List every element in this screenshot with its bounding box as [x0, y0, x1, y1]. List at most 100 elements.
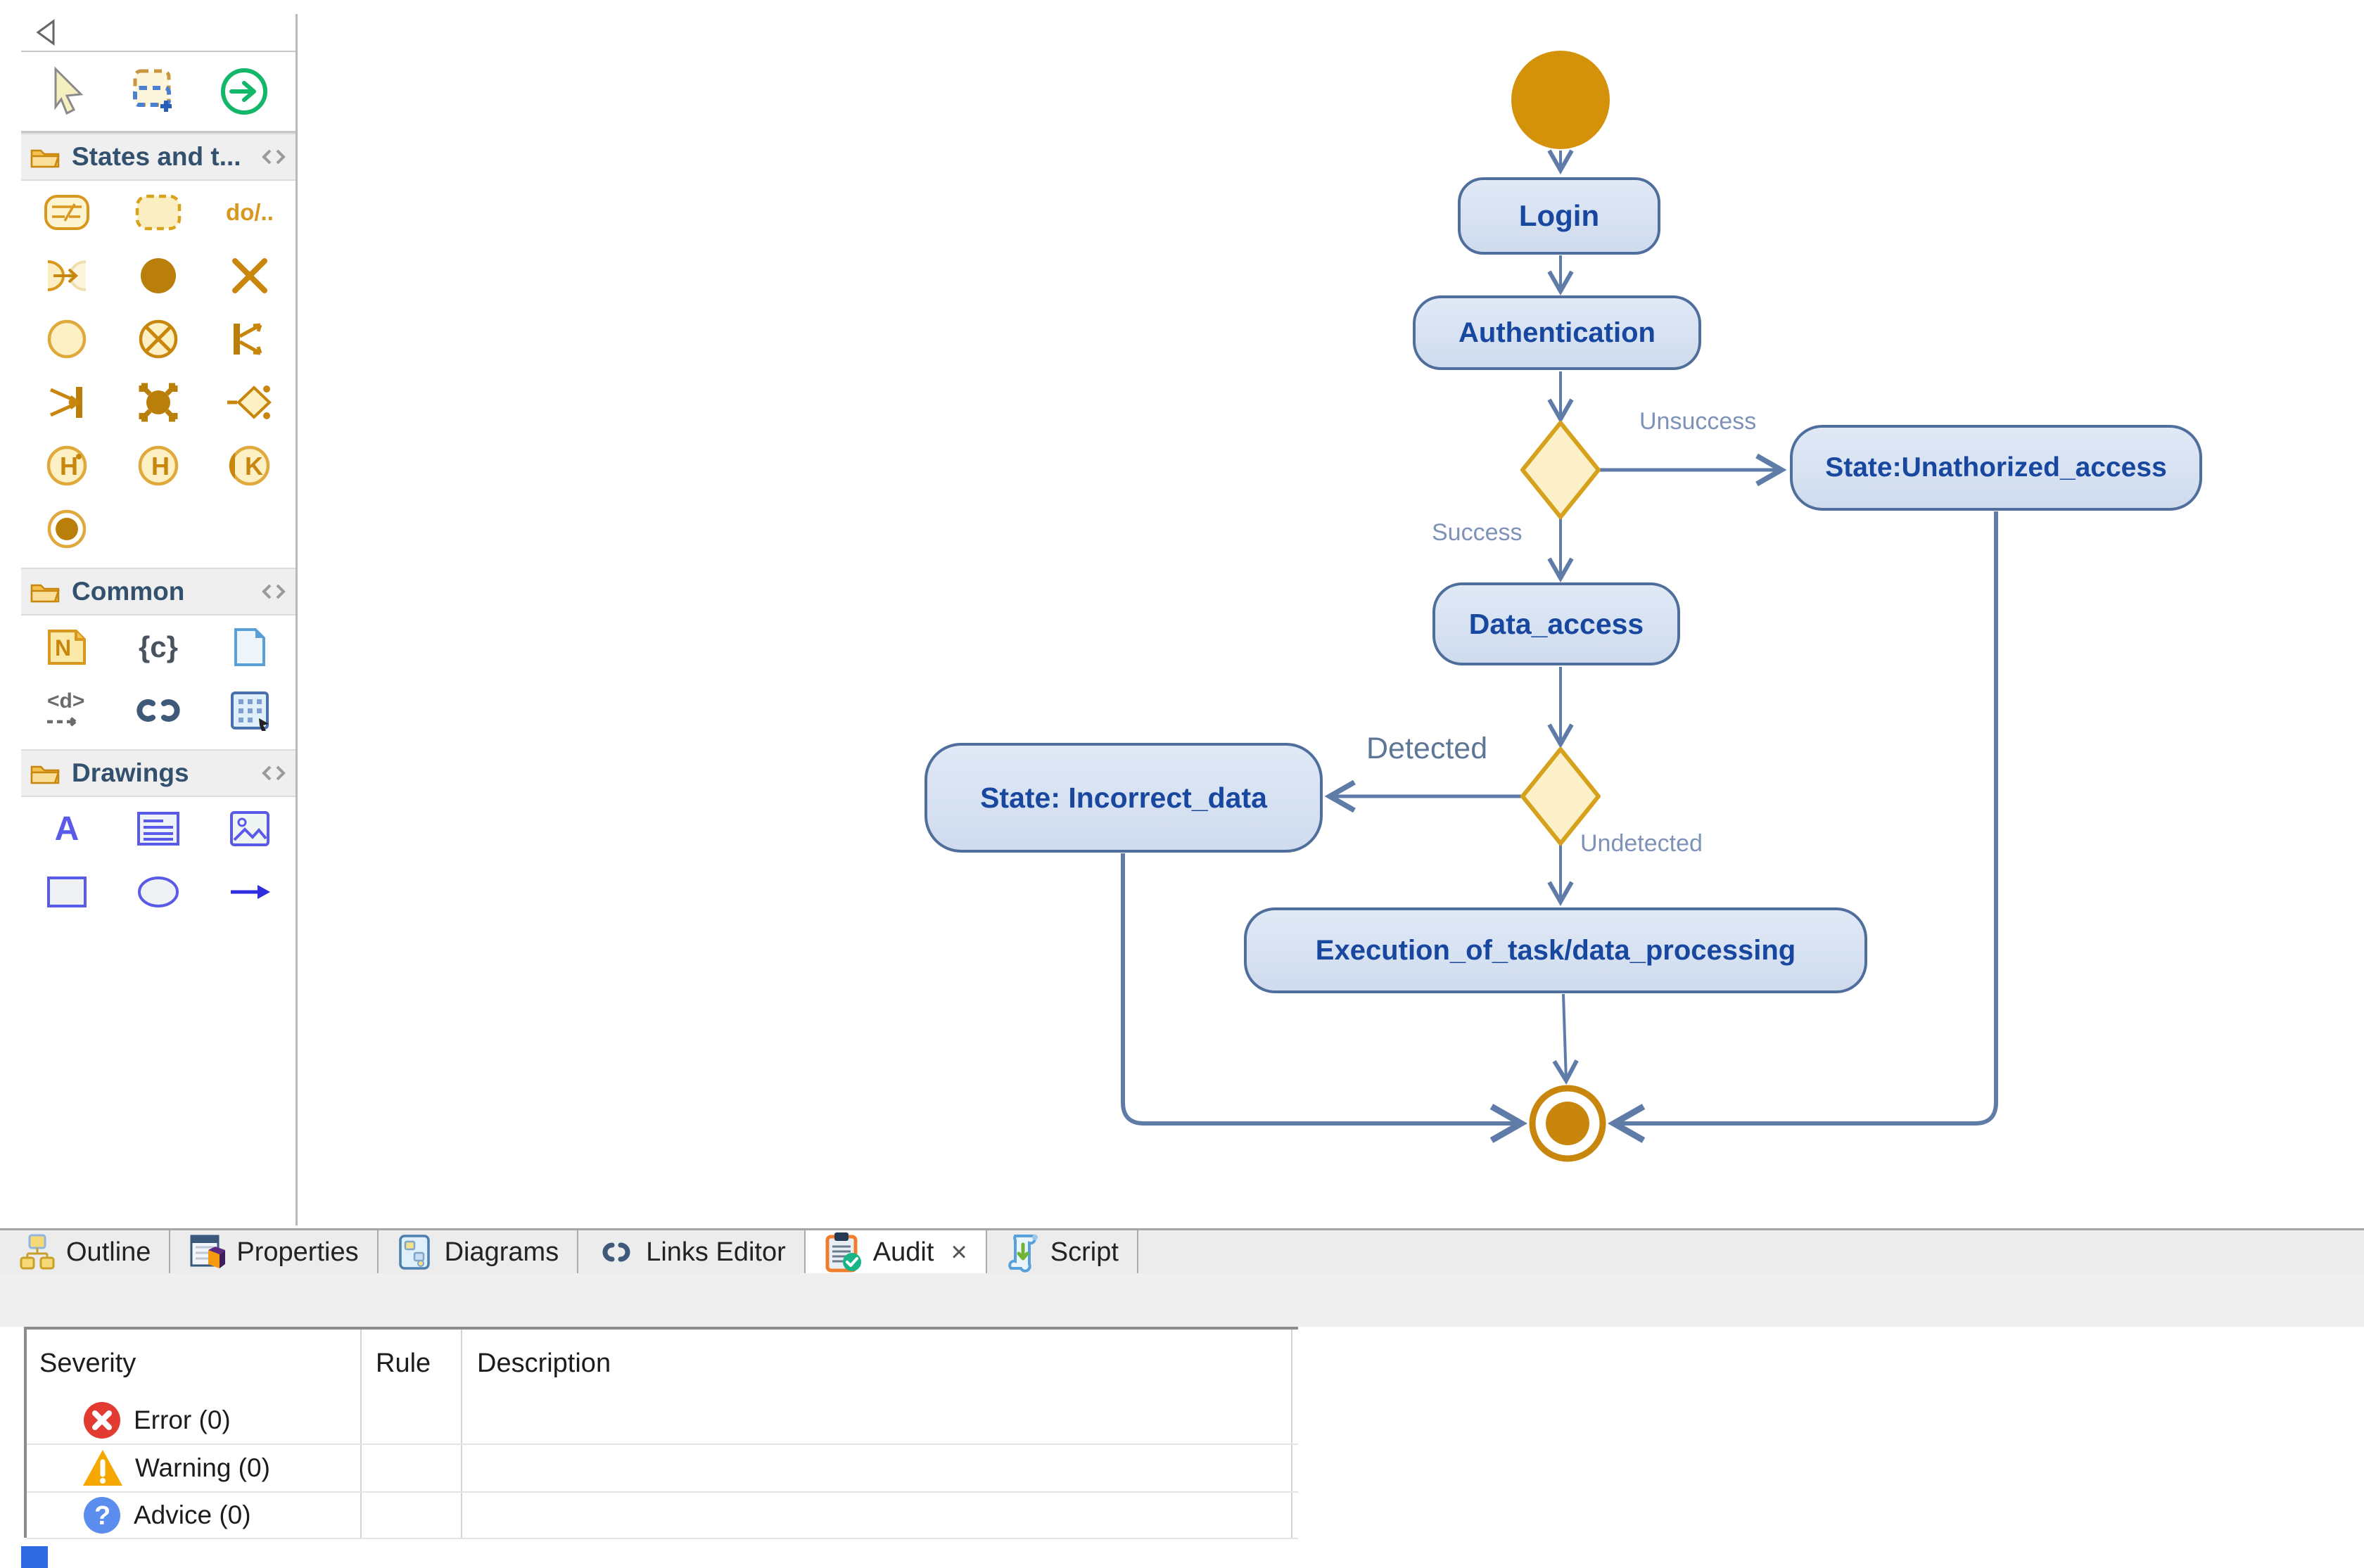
choice-node-detection[interactable] [1520, 747, 1601, 846]
fork-icon [233, 323, 262, 355]
palette-section-drawings[interactable]: Drawings [21, 749, 296, 797]
collapse-palette-icon[interactable] [34, 18, 58, 46]
svg-text:N: N [55, 635, 71, 661]
tab-script[interactable]: Script [987, 1230, 1138, 1274]
tool-image[interactable] [204, 810, 296, 847]
state-authentication-label: Authentication [1459, 317, 1656, 348]
state-data-access[interactable]: Data_access [1432, 582, 1680, 665]
tool-shallow-history[interactable]: H [113, 444, 204, 487]
tool-text[interactable]: A [21, 810, 113, 848]
text-tool-icon: A [54, 810, 80, 848]
link-mode-icon[interactable] [217, 65, 271, 118]
note-icon: N [47, 630, 86, 665]
tab-outline-label: Outline [66, 1237, 151, 1267]
tool-entry-point[interactable]: K [204, 444, 296, 487]
tool-note[interactable]: N [21, 627, 113, 667]
edge-execution-final[interactable] [1563, 993, 1566, 1081]
tool-ellipse[interactable] [113, 875, 204, 909]
tool-initial-state[interactable] [113, 256, 204, 295]
do-activity-icon: do/.. [226, 199, 274, 225]
tool-arrow[interactable] [204, 882, 296, 902]
palette-collapse-row [21, 14, 296, 52]
state-incorrect-data[interactable]: State: Incorrect_data [924, 743, 1323, 853]
tool-exit-point[interactable] [113, 318, 204, 360]
ellipse-icon [137, 877, 179, 907]
tool-deep-history[interactable]: H [21, 444, 113, 487]
state-icon [44, 195, 89, 230]
tab-properties[interactable]: Properties [170, 1230, 379, 1274]
tool-final-state[interactable] [21, 508, 113, 550]
bottom-panel-tabbar: Outline Properties Diagrams [0, 1228, 2364, 1275]
text-box-icon [136, 812, 179, 846]
shallow-history-icon: H [138, 445, 179, 486]
tab-audit-close-icon[interactable]: × [951, 1236, 967, 1268]
select-tool-icon[interactable] [46, 66, 91, 117]
col-description[interactable]: Description [477, 1348, 611, 1378]
audit-row-advice[interactable]: ? Advice (0) [27, 1493, 362, 1538]
col-severity[interactable]: Severity [39, 1348, 136, 1378]
col-rule[interactable]: Rule [376, 1348, 431, 1378]
tool-junction[interactable] [21, 318, 113, 360]
tool-internal-region[interactable] [113, 194, 204, 231]
tool-terminate[interactable] [204, 255, 296, 296]
expand-section-icon[interactable] [260, 147, 287, 167]
state-unauthorized-access[interactable]: State:Unathorized_access [1790, 425, 2202, 511]
state-execution[interactable]: Execution_of_task/data_processing [1244, 907, 1867, 993]
tool-rectangle[interactable] [21, 876, 113, 908]
diagrams-icon [398, 1235, 430, 1270]
state-data-access-label: Data_access [1468, 607, 1644, 640]
tool-link[interactable] [113, 694, 204, 727]
edge-unauthorized-final[interactable] [1614, 511, 1998, 1123]
diagram-canvas[interactable]: Login Authentication State:Unathorized_a… [0, 0, 2364, 1225]
palette-section-common[interactable]: Common [21, 568, 296, 616]
column-divider[interactable] [360, 1330, 362, 1538]
tab-properties-label: Properties [236, 1237, 359, 1267]
tool-dependency[interactable]: <d> [21, 689, 113, 732]
state-unauthorized-access-label: State:Unathorized_access [1825, 452, 2167, 483]
state-authentication[interactable]: Authentication [1413, 295, 1701, 370]
tool-do-activity[interactable]: do/.. [204, 199, 296, 226]
diagram-edges-layer [1121, 51, 1998, 1162]
marquee-select-tool-icon[interactable] [127, 64, 182, 119]
audit-table: Severity Rule Description Error (0) Warn… [24, 1327, 1298, 1539]
tool-constraint[interactable]: {c} [113, 630, 204, 664]
tab-diagrams-label: Diagrams [444, 1237, 559, 1267]
tool-fork[interactable] [204, 318, 296, 360]
tab-links-editor[interactable]: Links Editor [578, 1230, 806, 1274]
region-icon [135, 194, 182, 231]
links-editor-icon [602, 1242, 630, 1262]
advice-icon: ? [84, 1497, 120, 1534]
tab-links-editor-label: Links Editor [646, 1237, 786, 1267]
tab-diagrams[interactable]: Diagrams [379, 1230, 579, 1274]
audit-row-warning[interactable]: Warning (0) [27, 1445, 362, 1491]
tool-choice[interactable] [204, 382, 296, 423]
expand-section-icon[interactable] [260, 582, 287, 601]
tab-script-label: Script [1050, 1237, 1119, 1267]
junction-icon [47, 319, 87, 359]
initial-state-node[interactable] [1511, 51, 1610, 149]
column-divider[interactable] [461, 1330, 462, 1538]
edge-incorrect-final[interactable] [1121, 853, 1521, 1123]
tab-outline[interactable]: Outline [0, 1230, 171, 1274]
palette-section-common-title: Common [72, 577, 185, 606]
svg-text:<d>: <d> [47, 689, 84, 713]
svg-text:K: K [245, 452, 263, 480]
rectangle-icon [46, 877, 87, 907]
audit-row-advice-label: Advice (0) [134, 1500, 251, 1529]
tool-document[interactable] [204, 626, 296, 668]
tool-smart-link[interactable] [204, 690, 296, 731]
audit-row-error[interactable]: Error (0) [27, 1397, 362, 1443]
tool-text-box[interactable] [113, 811, 204, 846]
column-divider[interactable] [1291, 1330, 1292, 1538]
tool-fork-join[interactable] [113, 380, 204, 425]
folder-icon [30, 584, 60, 603]
expand-section-icon[interactable] [260, 763, 287, 783]
choice-node-authentication[interactable] [1520, 421, 1601, 519]
tab-audit[interactable]: Audit × [805, 1230, 987, 1275]
tool-transition[interactable] [21, 257, 113, 294]
state-login[interactable]: Login [1458, 177, 1660, 255]
tool-state[interactable] [21, 194, 113, 231]
script-icon [1008, 1235, 1038, 1273]
palette-section-states[interactable]: States and t... [21, 133, 296, 181]
tool-join[interactable] [21, 381, 113, 423]
